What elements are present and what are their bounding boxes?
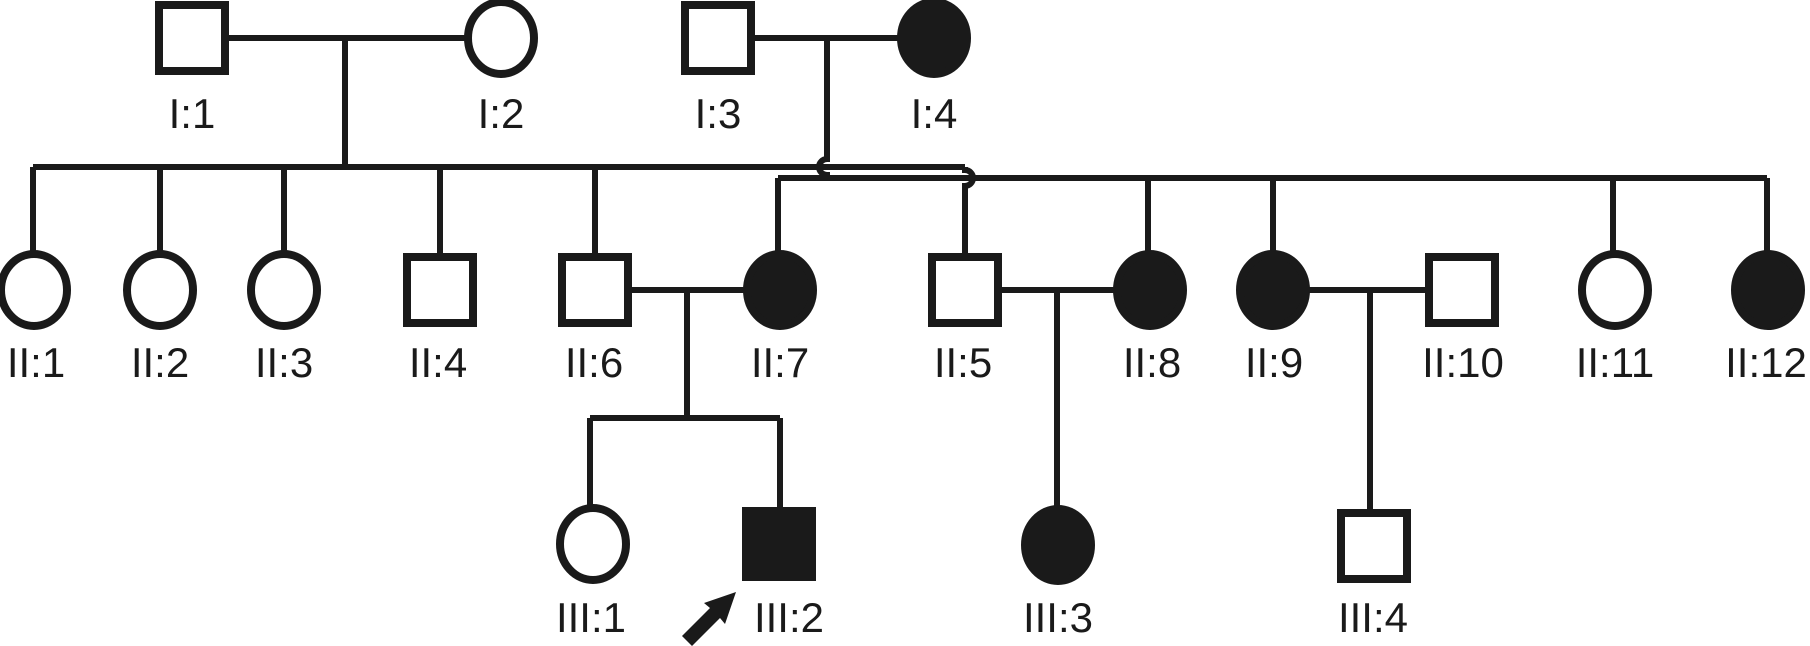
label-ii7: II:7 — [751, 339, 809, 386]
label-ii4: II:4 — [409, 339, 467, 386]
individual-i4 — [897, 0, 971, 78]
individual-iii2 — [742, 507, 816, 581]
label-i2: I:2 — [478, 90, 525, 137]
label-iii4: III:4 — [1338, 594, 1408, 641]
individual-i1 — [155, 1, 229, 75]
individual-iii1 — [556, 504, 630, 584]
individual-iii4 — [1337, 509, 1411, 583]
individual-ii10 — [1425, 253, 1499, 327]
label-ii6: II:6 — [565, 339, 623, 386]
individual-ii12 — [1731, 250, 1805, 330]
proband-arrow-icon — [682, 592, 736, 646]
individual-ii8 — [1113, 250, 1187, 330]
individual-ii6 — [558, 253, 632, 327]
label-i4: I:4 — [911, 90, 958, 137]
label-ii11: II:11 — [1576, 339, 1655, 386]
label-ii10: II:10 — [1422, 339, 1504, 386]
individual-ii9 — [1236, 250, 1310, 330]
label-iii3: III:3 — [1023, 594, 1093, 641]
label-iii1: III:1 — [556, 594, 626, 641]
individual-ii4 — [403, 253, 477, 327]
individual-iii3 — [1021, 505, 1095, 585]
label-ii3: II:3 — [255, 339, 313, 386]
individual-ii2 — [123, 250, 197, 330]
individual-ii1 — [0, 250, 71, 330]
label-ii9: II:9 — [1245, 339, 1303, 386]
individual-ii7 — [743, 250, 817, 330]
individual-ii5 — [928, 253, 1002, 327]
descent-line-with-hop — [816, 38, 830, 178]
individual-i2 — [464, 0, 538, 78]
individual-i3 — [681, 1, 755, 75]
individual-ii11 — [1578, 250, 1652, 330]
label-ii1: II:1 — [7, 339, 65, 386]
label-ii5: II:5 — [934, 339, 992, 386]
label-i3: I:3 — [695, 90, 742, 137]
individual-ii3 — [247, 250, 321, 330]
label-i1: I:1 — [169, 90, 216, 137]
label-ii8: II:8 — [1123, 339, 1181, 386]
label-iii2: III:2 — [754, 594, 824, 641]
label-ii2: II:2 — [131, 339, 189, 386]
label-ii12: II:12 — [1725, 339, 1807, 386]
